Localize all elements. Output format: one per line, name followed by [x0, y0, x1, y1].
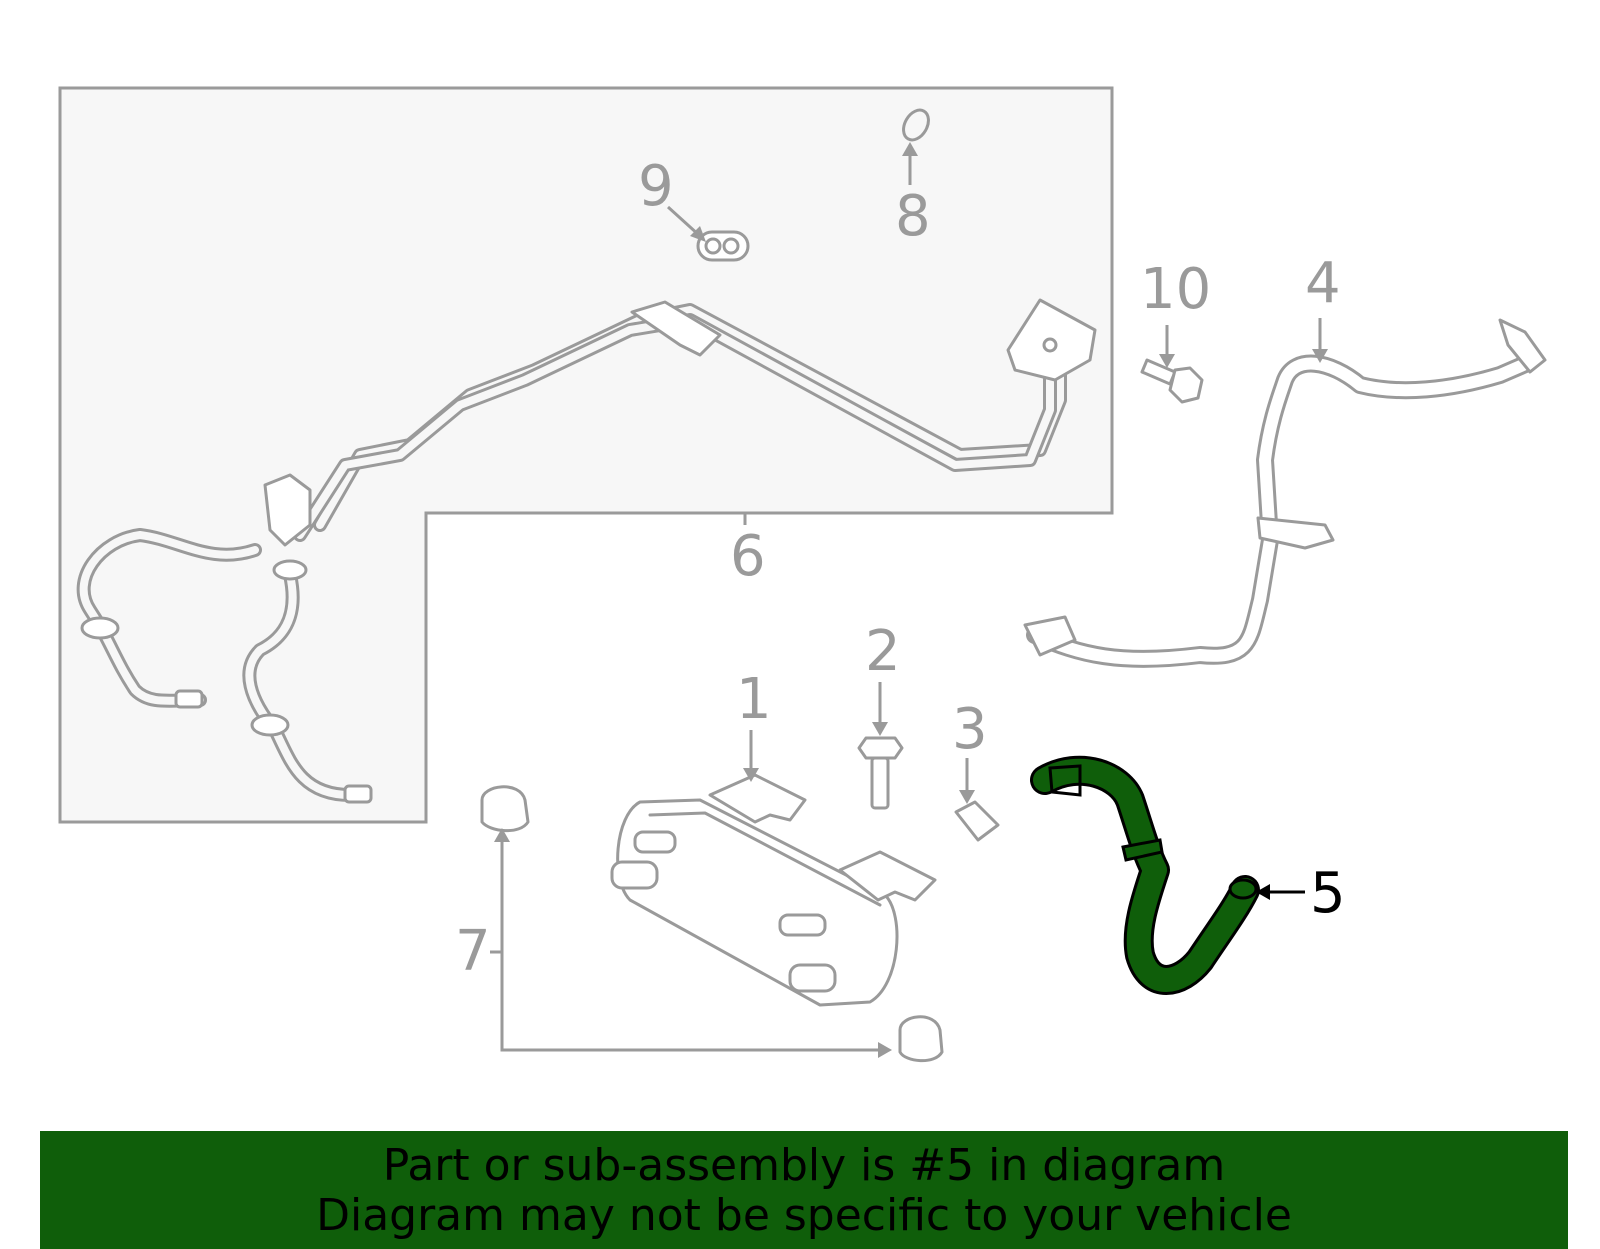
callout-7: 7 — [455, 919, 491, 984]
part-4-hose[interactable] — [1023, 318, 1547, 668]
callout-3: 3 — [952, 697, 988, 762]
leader-2-arrow — [872, 722, 888, 736]
leader-3-arrow — [959, 790, 975, 804]
leader-7 — [490, 840, 880, 1052]
part-5-hose[interactable] — [1030, 755, 1260, 995]
banner-line-2: Diagram may not be specific to your vehi… — [316, 1190, 1292, 1241]
callout-1: 1 — [736, 667, 772, 732]
callout-6: 6 — [730, 524, 766, 589]
leader-1-arrow — [743, 768, 759, 782]
leader-7-arrow-right — [878, 1042, 892, 1058]
part-1-oil-cooler[interactable] — [610, 773, 937, 1007]
leader-9-arrow — [690, 226, 706, 242]
part-6-cooler-lines[interactable] — [76, 298, 1097, 804]
callout-4: 4 — [1305, 251, 1341, 316]
leader-7-arrow-up — [494, 828, 510, 842]
callout-2: 2 — [865, 619, 901, 684]
part-10-bolt[interactable] — [1140, 358, 1204, 404]
leader-4-arrow — [1312, 349, 1328, 363]
part-9-clip[interactable] — [696, 230, 750, 262]
leader-5-arrow — [1256, 884, 1270, 900]
leader-10-arrow — [1159, 354, 1175, 368]
callout-5: 5 — [1310, 861, 1346, 926]
leader-9 — [666, 205, 702, 238]
callout-9: 9 — [638, 154, 674, 219]
subassembly-6-box — [58, 86, 1114, 824]
leader-8-arrow — [902, 142, 918, 156]
part-2-bolt[interactable] — [857, 736, 904, 810]
info-banner: Part or sub-assembly is #5 in diagram Di… — [40, 1131, 1568, 1249]
part-7-bushings[interactable] — [480, 785, 944, 1063]
callout-8: 8 — [895, 184, 931, 249]
callout-10: 10 — [1140, 257, 1211, 322]
part-8-o-ring[interactable] — [898, 106, 933, 145]
banner-line-1: Part or sub-assembly is #5 in diagram — [382, 1140, 1226, 1191]
part-3-nut-clip[interactable] — [954, 800, 1000, 842]
